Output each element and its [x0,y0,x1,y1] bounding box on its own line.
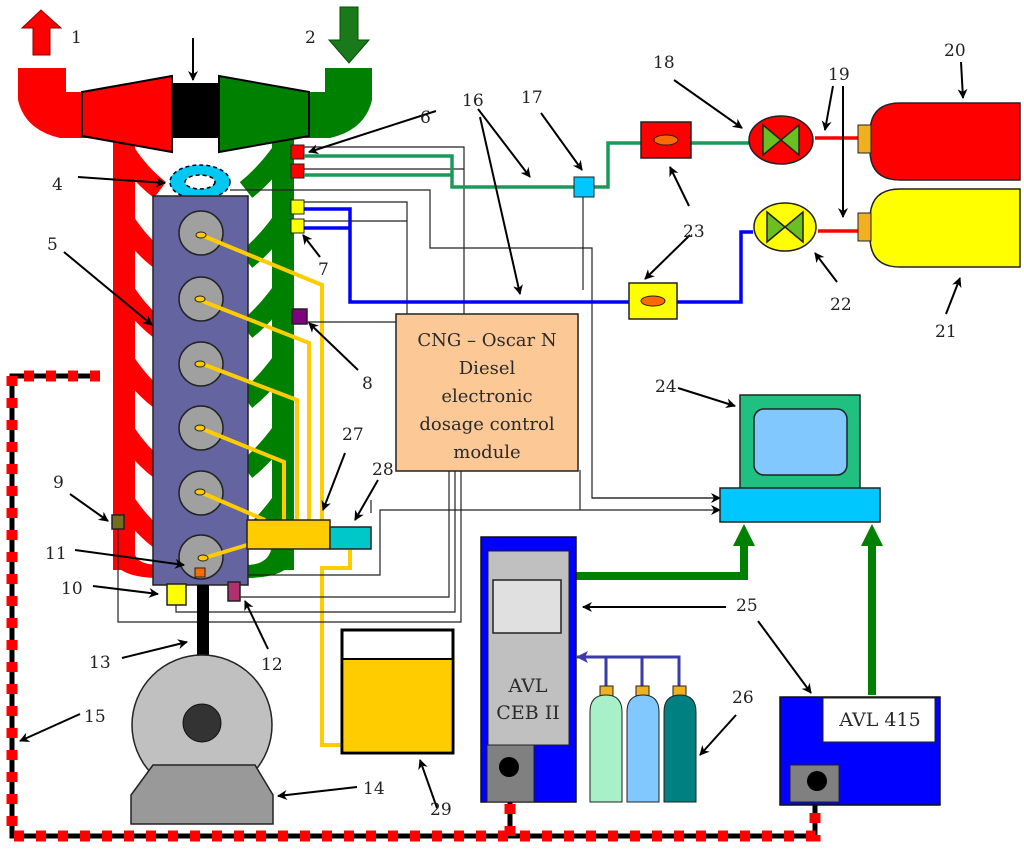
control-module-line-5: module [453,442,520,463]
label-13: 13 [89,653,111,673]
label-2: 2 [305,28,316,48]
avl-415-label: AVL 415 [838,709,920,731]
control-module-line-3: electronic [441,386,532,407]
label-21: 21 [935,322,957,342]
label-6: 6 [420,108,431,128]
data-link-arrows [575,524,883,695]
label-11: 11 [45,544,67,564]
calibration-gas-bottles [576,651,697,803]
signal-wires [117,146,721,623]
cng-tank-red [857,102,1021,181]
cng-injector-7b [290,218,305,234]
leader-arrows [19,38,968,809]
ground-wire [6,370,821,842]
fuel-pump [246,519,331,550]
label-26: 26 [732,688,754,708]
computer [719,394,881,523]
injector-lines [196,233,352,747]
turbo-shaft [172,83,219,138]
label-7: 7 [318,260,329,280]
cng-control-module: CNG – Oscar N Diesel electronic dosage c… [395,313,579,472]
avl-415-smoke-meter: AVL 415 [779,696,941,806]
label-27: 27 [342,425,364,445]
label-8: 8 [362,374,373,394]
diesel-fuel-tank [340,628,455,755]
pressure-sensor-17 [573,176,595,198]
cng-injector-6a [290,144,305,160]
sensor-12 [227,581,241,602]
exhaust-out-arrow-icon [20,9,63,56]
sensor-11 [194,567,206,578]
drive-shaft [197,585,209,665]
turbocharger [81,74,310,154]
sensor-10 [166,583,187,606]
label-17: 17 [521,88,543,108]
sensor-9 [111,514,125,530]
control-module-line-4: dosage control [419,414,554,435]
tank-lines [815,136,858,233]
label-18: 18 [653,53,675,73]
cng-tank-yellow [857,188,1021,268]
cng-injector-7a [290,199,305,215]
avl-ceb-ii-analyzer: AVL CEB II [480,536,577,803]
ceb-label-line-1: AVL [507,675,547,697]
turbine [81,74,173,154]
label-10: 10 [61,579,83,599]
intake-in-arrow-icon [327,6,371,64]
label-22: 22 [830,295,852,315]
label-24: 24 [655,377,677,397]
ceb-label-line-2: CEB II [496,702,559,724]
sensor-8 [291,308,308,325]
cng-line-blue [304,207,753,304]
label-23: 23 [683,222,705,242]
label-29: 29 [430,800,452,820]
label-28: 28 [372,460,394,480]
control-module-line-2: Diesel [459,358,516,379]
pressure-reducer-red [748,115,814,165]
label-9: 9 [53,473,64,493]
gas-filter-yellow [628,282,678,320]
label-20: 20 [944,41,966,61]
dynamometer [130,654,274,825]
label-16: 16 [462,91,484,111]
compressor [218,74,310,154]
control-module-line-1: CNG – Oscar N [417,330,556,351]
label-12: 12 [261,655,283,675]
fuel-meter [329,526,372,550]
label-1: 1 [71,28,82,48]
label-25: 25 [736,596,758,616]
label-14: 14 [363,779,385,799]
cng-line-green [304,141,750,189]
gas-filter-red [640,121,692,159]
label-15: 15 [84,707,106,727]
label-19: 19 [828,65,850,85]
pressure-reducer-yellow [753,202,817,252]
label-5: 5 [47,235,58,255]
cng-injector-6b [290,163,305,179]
label-4: 4 [52,175,63,195]
callout-labels: 1 2 4 5 6 7 8 9 10 11 12 13 14 15 16 17 … [45,28,966,820]
